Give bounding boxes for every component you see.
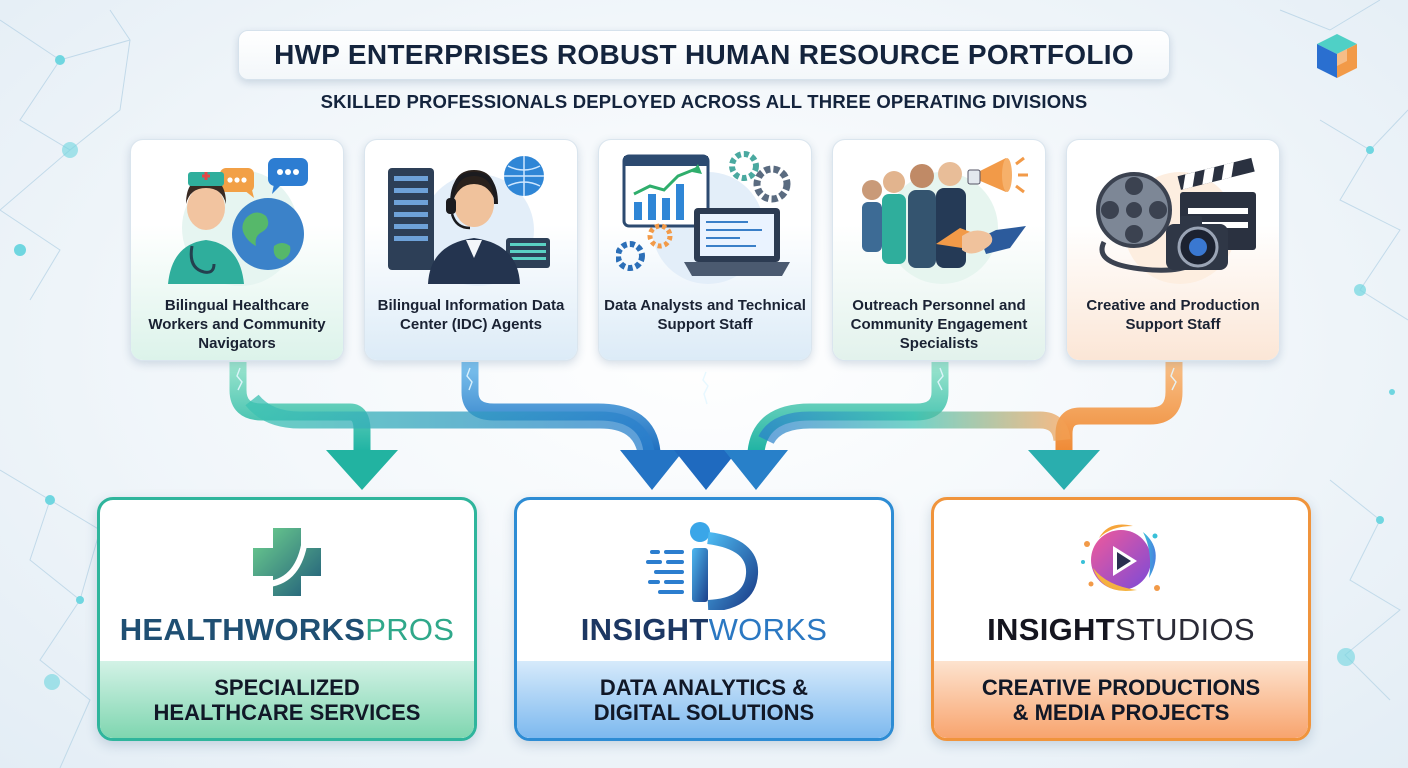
arrowhead-insightstudios [1028,450,1100,490]
page-title: HWP ENTERPRISES ROBUST HUMAN RESOURCE PO… [274,39,1134,70]
role-label: Outreach Personnel and Community Engagem… [850,297,1028,352]
film-camera-icon [1096,157,1256,284]
division-insightworks: INSIGHTWORKS DATA ANALYTICS &DIGITAL SOL… [514,497,894,741]
handshake-outreach-icon [862,156,1028,284]
arrowhead-insightworks-left [620,450,684,490]
logo [934,514,1308,610]
division-wordmark: INSIGHTSTUDIOS [934,612,1308,648]
analytics-laptop-icon [616,151,791,284]
tagline-line-1: DATA ANALYTICS & [599,674,809,700]
connector-cross-to-insightstudios [758,411,1071,445]
wordmark-light: WORKS [708,612,828,647]
connector-role2-to-insightworks [461,362,661,454]
role-card-idc-agents: Bilingual Information Data Center (IDC) … [364,139,578,361]
medical-cross-icon [253,528,321,596]
connector-role5-to-insightstudios [1055,362,1183,452]
role-label: Creative and Production Support Staff [1086,297,1260,333]
logo [100,514,474,610]
wordmark-bold: INSIGHT [580,612,709,647]
tagline-line-1: SPECIALIZED [214,674,360,700]
wordmark-bold: INSIGHT [987,612,1115,647]
role-card-outreach: Outreach Personnel and Community Engagem… [832,139,1046,361]
role-card-creative: Creative and Production Support Staff [1066,139,1280,361]
role-card-healthcare: Bilingual Healthcare Workers and Communi… [130,139,344,361]
tagline-line-1: CREATIVE PRODUCTIONS [981,674,1261,700]
division-wordmark: INSIGHTWORKS [517,612,891,648]
tagline-line-2: DIGITAL SOLUTIONS [593,699,815,725]
cube-logo-icon [1317,34,1357,78]
arrowhead-insightworks-center [674,450,738,490]
call-center-agent-icon [388,156,550,286]
connector-role1-to-insightworks [245,394,655,455]
division-wordmark: HEALTHWORKSPROS [100,612,474,648]
tagline-line-2: HEALTHCARE SERVICES [153,699,421,725]
healthcare-worker-icon [168,158,308,286]
data-i-icon [646,522,759,610]
division-tagline: CREATIVE PRODUCTIONS& MEDIA PROJECTS [934,661,1308,738]
arrowhead-insightworks-right [724,450,788,490]
role-label: Bilingual Information Data Center (IDC) … [377,297,565,333]
division-tagline: DATA ANALYTICS &DIGITAL SOLUTIONS [517,661,891,738]
media-play-icon [1081,524,1160,592]
logo [517,514,891,610]
role-label: Bilingual Healthcare Workers and Communi… [148,297,326,352]
page-subtitle: SKILLED PROFESSIONALS DEPLOYED ACROSS AL… [320,91,1088,112]
arrowhead-healthworks [326,450,398,490]
role-label: Data Analysts and Technical Support Staf… [604,297,806,333]
role-card-data-analysts: Data Analysts and Technical Support Staf… [598,139,812,361]
wordmark-bold: HEALTHWORKS [119,612,366,647]
division-insightstudios: INSIGHTSTUDIOS CREATIVE PRODUCTIONS& MED… [931,497,1311,741]
connector-role4-to-insightworks [747,362,949,454]
wordmark-light: PROS [365,612,455,647]
wordmark-light: STUDIOS [1114,612,1255,647]
title-banner: HWP ENTERPRISES ROBUST HUMAN RESOURCE PO… [238,30,1170,80]
tagline-line-2: & MEDIA PROJECTS [1012,699,1230,725]
